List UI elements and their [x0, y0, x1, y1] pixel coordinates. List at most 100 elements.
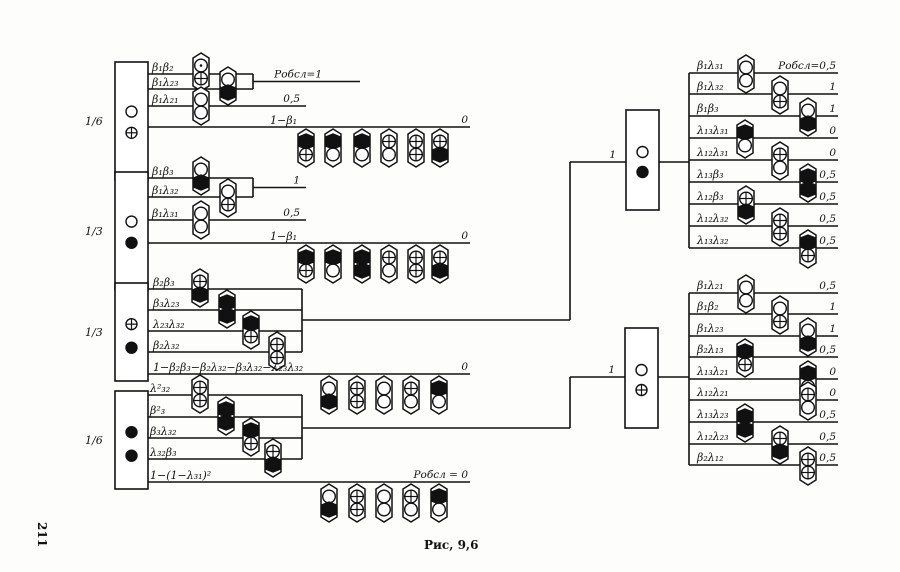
branch-label: λ₁₂λ₂₃: [696, 430, 729, 443]
state-box-right-1: [625, 109, 660, 211]
final-token-icon: [402, 483, 420, 523]
branch-label: β₂β₃: [152, 276, 175, 289]
token-icon: [218, 289, 236, 329]
branch-label: 1−β₂β₃−β₂λ₃₂−β₃λ₃₂−λ₂₃λ₃₂: [153, 361, 303, 374]
branch-probability: 0: [461, 361, 468, 373]
final-token-icon: [380, 128, 398, 168]
token-icon: [771, 425, 789, 465]
final-token-icon: [353, 244, 371, 284]
branch-probability: 0: [829, 125, 836, 137]
branch-label: λ₃₂β₃: [149, 446, 177, 459]
state-symbol-black-icon: [125, 341, 138, 354]
group-weight: 1: [608, 364, 615, 376]
final-token-icon: [320, 375, 338, 415]
labels: 1/6 β₁β₂ β₁λ₂₃ β₁λ₂₁ 1−β₁ Pобсл=1 0,5 0 1/3 β₁β₃ β…: [85, 59, 836, 482]
branch-probability: 1: [829, 81, 836, 93]
final-token-icon: [380, 244, 398, 284]
branch-probability: 0,5: [819, 169, 836, 181]
branch-label: β₃λ₃₂: [149, 425, 177, 438]
merge-probability: Pобсл=1: [273, 69, 322, 81]
token-icon: [737, 54, 755, 94]
token-icon: [799, 381, 817, 421]
final-token-icon: [353, 128, 371, 168]
token-icon: [191, 374, 209, 414]
final-token-icon: [375, 375, 393, 415]
state-symbol-cross-icon: [125, 317, 138, 331]
final-token-icon: [297, 244, 315, 284]
branch-label: λ₁₃λ₂₁: [696, 365, 729, 378]
branch-label: β₂λ₁₃: [696, 343, 724, 356]
state-symbol-cross-icon: [635, 383, 648, 397]
branch-label: β₁λ₂₁: [696, 279, 724, 292]
token-icon: [736, 119, 754, 159]
branch-label: β₁β₂: [696, 300, 719, 313]
state-symbol-black-icon: [636, 165, 649, 179]
state-symbol-white-icon: [636, 145, 649, 159]
final-token-icon: [430, 375, 448, 415]
branch-label: β²₃: [149, 404, 165, 417]
branch-label: λ₂₃λ₃₂: [152, 318, 185, 331]
token-icon: [217, 396, 235, 436]
branch-label: β₁λ₃₁: [151, 207, 179, 220]
branch-probability: Pобсл=0,5: [777, 60, 836, 72]
state-box-left-3: [114, 282, 149, 382]
token-icon: [264, 438, 282, 478]
branch-probability: 0,5: [819, 213, 836, 225]
state-box-left-2: [114, 171, 149, 291]
group-weight: 1/6: [85, 115, 103, 128]
state-symbol-black-icon: [125, 449, 138, 462]
final-token-icon: [348, 375, 366, 415]
state-symbol-cross-icon: [125, 126, 138, 140]
branch-label: β₁λ₂₁: [151, 93, 179, 106]
token-icon: [736, 338, 754, 378]
figure-caption: Рис, 9,6: [424, 538, 478, 552]
token-icon: [219, 178, 237, 218]
tokens: [191, 52, 817, 523]
branch-label: λ₁₃β₃: [696, 168, 724, 181]
branch-probability: 0,5: [819, 235, 836, 247]
branch-probability: 0,5: [283, 207, 300, 219]
branch-label: β₁λ₂₃: [696, 322, 724, 335]
group-weight: 1: [609, 149, 616, 161]
token-icon: [192, 52, 210, 92]
token-icon: [192, 156, 210, 196]
final-token-icon: [407, 244, 425, 284]
branch-probability: 0,5: [819, 452, 836, 464]
state-box-right-2: [624, 327, 659, 429]
branch-probability: 0,5: [819, 344, 836, 356]
branch-probability: 1: [829, 301, 836, 313]
branch-probability: 0: [461, 114, 468, 126]
merge-probability: 1: [293, 175, 300, 187]
final-token-icon: [407, 128, 425, 168]
token-icon: [771, 207, 789, 247]
branch-probability: 0,5: [283, 93, 300, 105]
state-boxes: [114, 61, 660, 490]
branch-probability: 0,5: [819, 409, 836, 421]
branch-label: 1−(1−λ₃₁)²: [150, 469, 211, 482]
branch-probability: 1: [829, 103, 836, 115]
final-token-icon: [431, 128, 449, 168]
final-token-icon: [320, 483, 338, 523]
final-token-icon: [348, 483, 366, 523]
branch-label: 1−β₁: [270, 230, 297, 243]
group-weight: 1/6: [85, 434, 103, 447]
state-box-left-1: [114, 61, 149, 181]
group-weight: 1/3: [85, 225, 103, 238]
branch-label: λ₁₃λ₂₃: [696, 408, 729, 421]
branch-label: λ²₃₂: [149, 382, 170, 395]
state-symbol-black-icon: [125, 236, 138, 250]
branch-label: β₁λ₃₁: [696, 59, 724, 72]
branch-label: β₁λ₃₂: [151, 184, 179, 197]
token-icon: [771, 141, 789, 181]
branch-label: λ₁₃λ₃₁: [696, 124, 729, 137]
final-token-icon: [324, 244, 342, 284]
token-icon: [799, 446, 817, 486]
branch-probability: 0,5: [819, 431, 836, 443]
branch-label: β₁λ₂₃: [151, 76, 179, 89]
branch-probability: 0: [829, 366, 836, 378]
branch-label: λ₁₂λ₃₂: [696, 212, 729, 225]
token-icon: [799, 317, 817, 357]
branch-label: β₁β₃: [151, 165, 174, 178]
final-token-icon: [430, 483, 448, 523]
